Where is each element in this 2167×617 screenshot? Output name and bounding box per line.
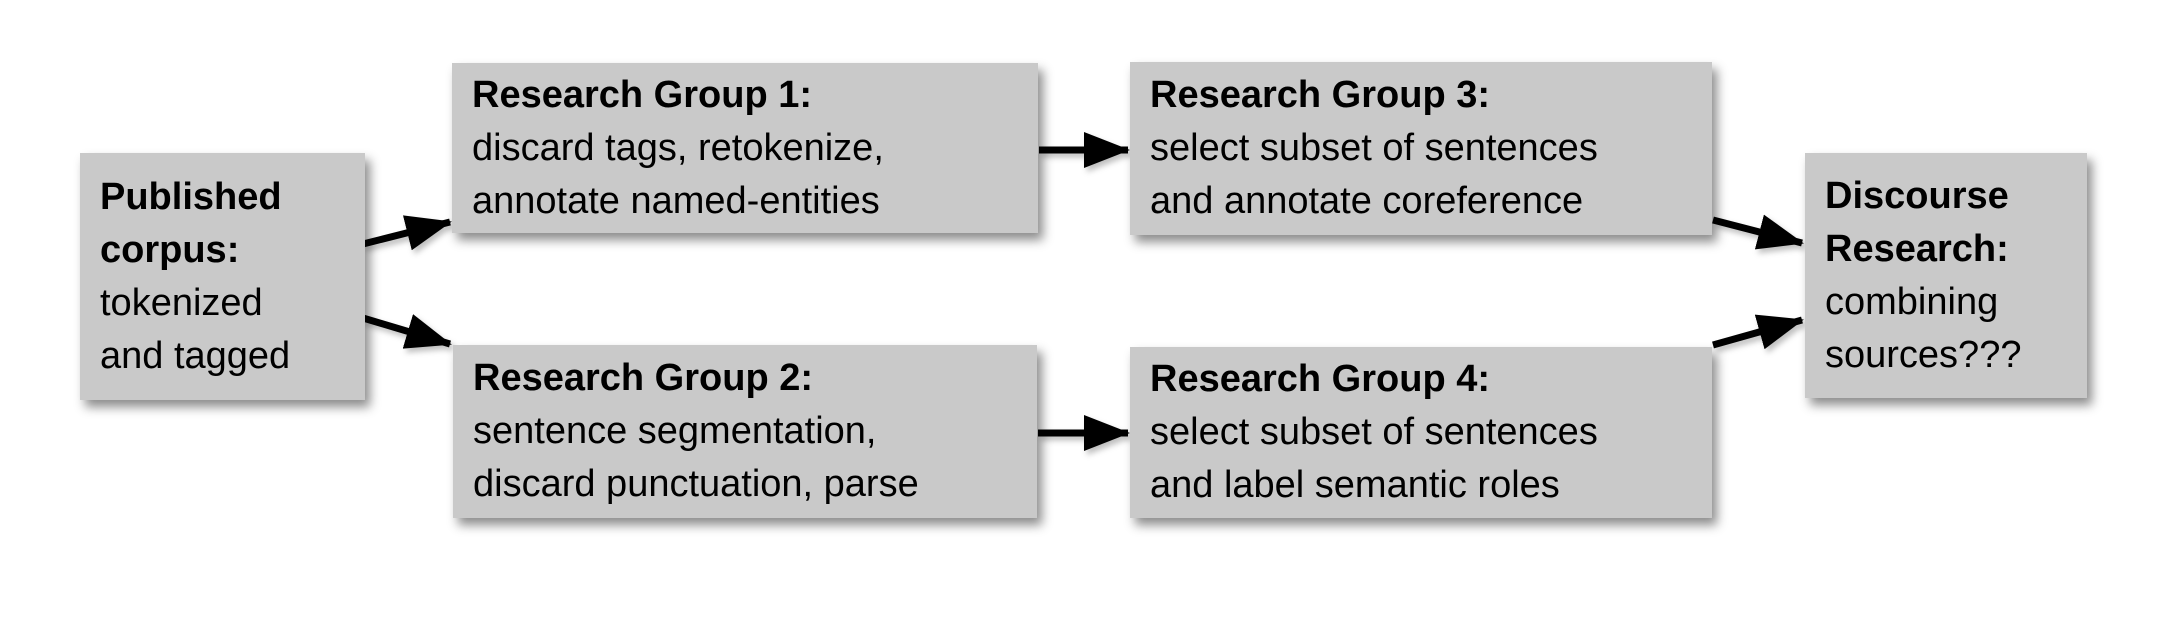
node-body-line: and label semantic roles: [1150, 464, 1560, 506]
node-title-line: Research Group 3:: [1150, 74, 1490, 116]
node-body-line: combining: [1825, 280, 1999, 323]
node-research-group-1: Research Group 1: discard tags, retokeni…: [452, 63, 1038, 233]
arrow-rg3-to-discourse: [1712, 214, 1804, 250]
node-title-line: Discourse: [1825, 174, 2009, 217]
node-title-line: Research Group 2:: [473, 357, 813, 399]
node-body-line: select subset of sentences: [1150, 411, 1598, 453]
node-body-line: select subset of sentences: [1150, 127, 1598, 169]
node-body-line: and tagged: [100, 334, 291, 377]
node-body-line: discard punctuation, parse: [473, 463, 919, 505]
node-body-line: sources???: [1825, 333, 2022, 376]
node-body-line: tokenized: [100, 281, 263, 324]
node-research-group-2: Research Group 2: sentence segmentation,…: [453, 345, 1037, 518]
node-body-line: and annotate coreference: [1150, 180, 1584, 222]
node-published-corpus: Published corpus: tokenized and tagged: [80, 153, 365, 400]
node-title-line: Research:: [1825, 227, 2009, 270]
node-research-group-3: Research Group 3: select subset of sente…: [1130, 62, 1712, 235]
node-title-line: Research Group 4:: [1150, 358, 1490, 400]
node-research-group-4: Research Group 4: select subset of sente…: [1130, 347, 1712, 518]
node-body-line: discard tags, retokenize,: [472, 126, 884, 169]
arrow-rg4-to-discourse: [1712, 314, 1804, 350]
node-discourse-research: Discourse Research: combining sources???: [1805, 153, 2087, 398]
node-body-line: annotate named-entities: [472, 179, 880, 222]
arrow-published-to-rg1: [362, 215, 452, 251]
node-title-line: Published: [100, 175, 282, 218]
node-title-line: Research Group 1:: [472, 73, 812, 116]
node-body-line: sentence segmentation,: [473, 410, 877, 452]
node-title-line: corpus:: [100, 228, 240, 271]
arrow-published-to-rg2: [361, 314, 452, 349]
